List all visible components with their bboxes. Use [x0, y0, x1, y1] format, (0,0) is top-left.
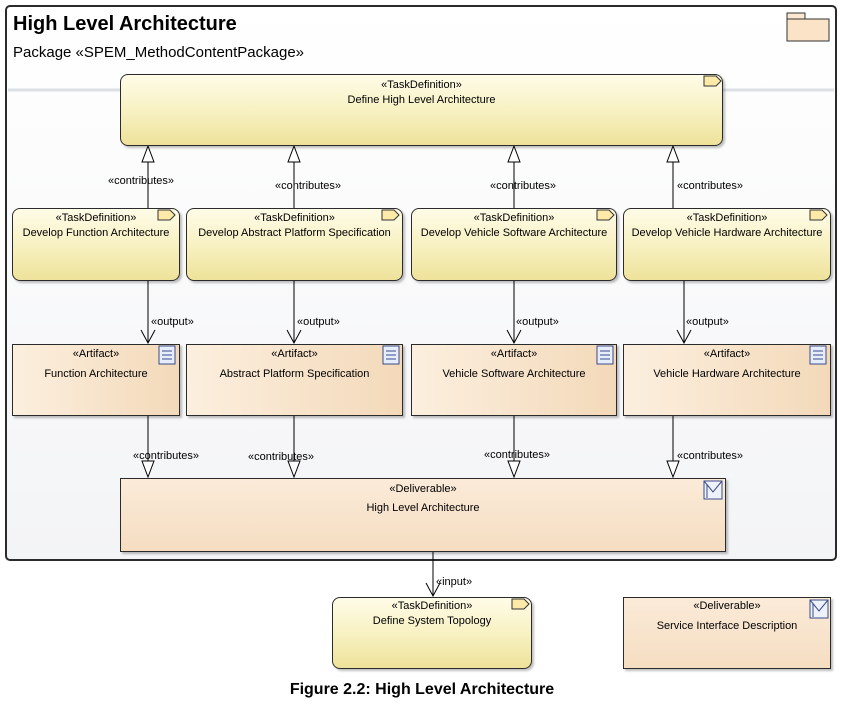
- node-name: Develop Abstract Platform Specification: [198, 227, 391, 239]
- task-develop-abstract-platform-specification[interactable]: «TaskDefinition» Develop Abstract Platfo…: [186, 208, 403, 281]
- output-label: «output»: [151, 316, 194, 328]
- artifact-function-architecture[interactable]: «Artifact» Function Architecture: [12, 344, 180, 416]
- node-name: Service Interface Description: [656, 620, 798, 632]
- node-name: Define System Topology: [372, 615, 492, 627]
- node-name: Define High Level Architecture: [347, 94, 496, 106]
- artifact-vehicle-software-architecture[interactable]: «Artifact» Vehicle Software Architecture: [411, 344, 617, 416]
- node-name: Develop Vehicle Software Architecture: [420, 227, 608, 239]
- contributes-label: «contributes»: [490, 180, 557, 192]
- package-title: High Level Architecture: [13, 13, 237, 35]
- output-label: «output»: [516, 316, 559, 328]
- task-definition-icon: [809, 209, 828, 221]
- task-define-high-level-architecture[interactable]: «TaskDefinition» Define High Level Archi…: [120, 74, 723, 146]
- task-develop-function-architecture[interactable]: «TaskDefinition» Develop Function Archit…: [12, 208, 180, 281]
- deliverable-icon: [809, 599, 829, 619]
- stereotype-label: «TaskDefinition»: [254, 212, 335, 224]
- task-definition-icon: [596, 209, 615, 221]
- stereotype-label: «Deliverable»: [693, 600, 761, 612]
- output-connector-abstract: [286, 281, 302, 345]
- stereotype-label: «TaskDefinition»: [473, 212, 555, 224]
- contributes-connector-art-abstract: [287, 416, 301, 479]
- contributes-connector-vsa: [507, 144, 521, 209]
- stereotype-label: «Artifact»: [72, 348, 120, 360]
- task-definition-icon: [381, 209, 400, 221]
- artifact-vehicle-hardware-architecture[interactable]: «Artifact» Vehicle Hardware Architecture: [623, 344, 831, 416]
- contributes-label: «contributes»: [108, 175, 175, 187]
- contributes-connector-vha: [666, 144, 680, 209]
- input-label: «input»: [436, 576, 473, 588]
- task-develop-vehicle-software-architecture[interactable]: «TaskDefinition» Develop Vehicle Softwar…: [411, 208, 617, 281]
- output-connector-function: [140, 281, 156, 345]
- document-icon: [596, 345, 614, 365]
- deliverable-icon: [703, 480, 723, 500]
- node-name: Abstract Platform Specification: [219, 368, 370, 380]
- node-name: Vehicle Software Architecture: [442, 368, 586, 380]
- node-name: Develop Function Architecture: [22, 227, 170, 239]
- artifact-abstract-platform-specification[interactable]: «Artifact» Abstract Platform Specificati…: [186, 344, 403, 416]
- stereotype-label: «TaskDefinition»: [686, 212, 768, 224]
- contributes-connector-art-vsa: [507, 416, 521, 479]
- input-connector: [425, 552, 441, 598]
- task-develop-vehicle-hardware-architecture[interactable]: «TaskDefinition» Develop Vehicle Hardwar…: [623, 208, 831, 281]
- output-label: «output»: [297, 316, 340, 328]
- figure-caption: Figure 2.2: High Level Architecture: [289, 681, 555, 698]
- stereotype-label: «Artifact»: [490, 348, 538, 360]
- task-definition-icon: [157, 209, 176, 221]
- stereotype-label: «TaskDefinition»: [391, 600, 473, 612]
- package-subtitle: Package «SPEM_MethodContentPackage»: [13, 44, 305, 61]
- task-define-system-topology[interactable]: «TaskDefinition» Define System Topology: [332, 597, 532, 669]
- deliverable-high-level-architecture[interactable]: «Deliverable» High Level Architecture: [120, 478, 726, 552]
- stereotype-label: «TaskDefinition»: [55, 212, 137, 224]
- contributes-label: «contributes»: [133, 450, 200, 462]
- contributes-connector-art-vha: [666, 416, 680, 479]
- contributes-label: «contributes»: [484, 449, 551, 461]
- contributes-label: «contributes»: [275, 180, 342, 192]
- contributes-connector-abstract: [287, 144, 301, 209]
- stereotype-label: «TaskDefinition»: [381, 79, 462, 91]
- contributes-label: «contributes»: [248, 451, 315, 463]
- contributes-label: «contributes»: [677, 450, 744, 462]
- contributes-connector-function: [141, 144, 155, 209]
- node-name: High Level Architecture: [366, 502, 480, 514]
- task-definition-icon: [511, 598, 530, 610]
- output-connector-vsa: [506, 281, 522, 345]
- stereotype-label: «Artifact»: [703, 348, 751, 360]
- contributes-connector-art-function: [141, 416, 155, 479]
- output-label: «output»: [686, 316, 729, 328]
- deliverable-service-interface-description[interactable]: «Deliverable» Service Interface Descript…: [623, 597, 831, 669]
- node-name: Develop Vehicle Hardware Architecture: [631, 227, 823, 239]
- contributes-label: «contributes»: [677, 180, 744, 192]
- node-name: Vehicle Hardware Architecture: [653, 368, 801, 380]
- output-connector-vha: [676, 281, 692, 345]
- stereotype-label: «Deliverable»: [389, 483, 457, 495]
- node-name: Function Architecture: [44, 368, 148, 380]
- stereotype-label: «Artifact»: [271, 348, 318, 360]
- document-icon: [158, 345, 176, 365]
- document-icon: [382, 345, 400, 365]
- task-definition-icon: [703, 75, 722, 87]
- document-icon: [809, 345, 827, 365]
- folder-icon: [786, 12, 830, 42]
